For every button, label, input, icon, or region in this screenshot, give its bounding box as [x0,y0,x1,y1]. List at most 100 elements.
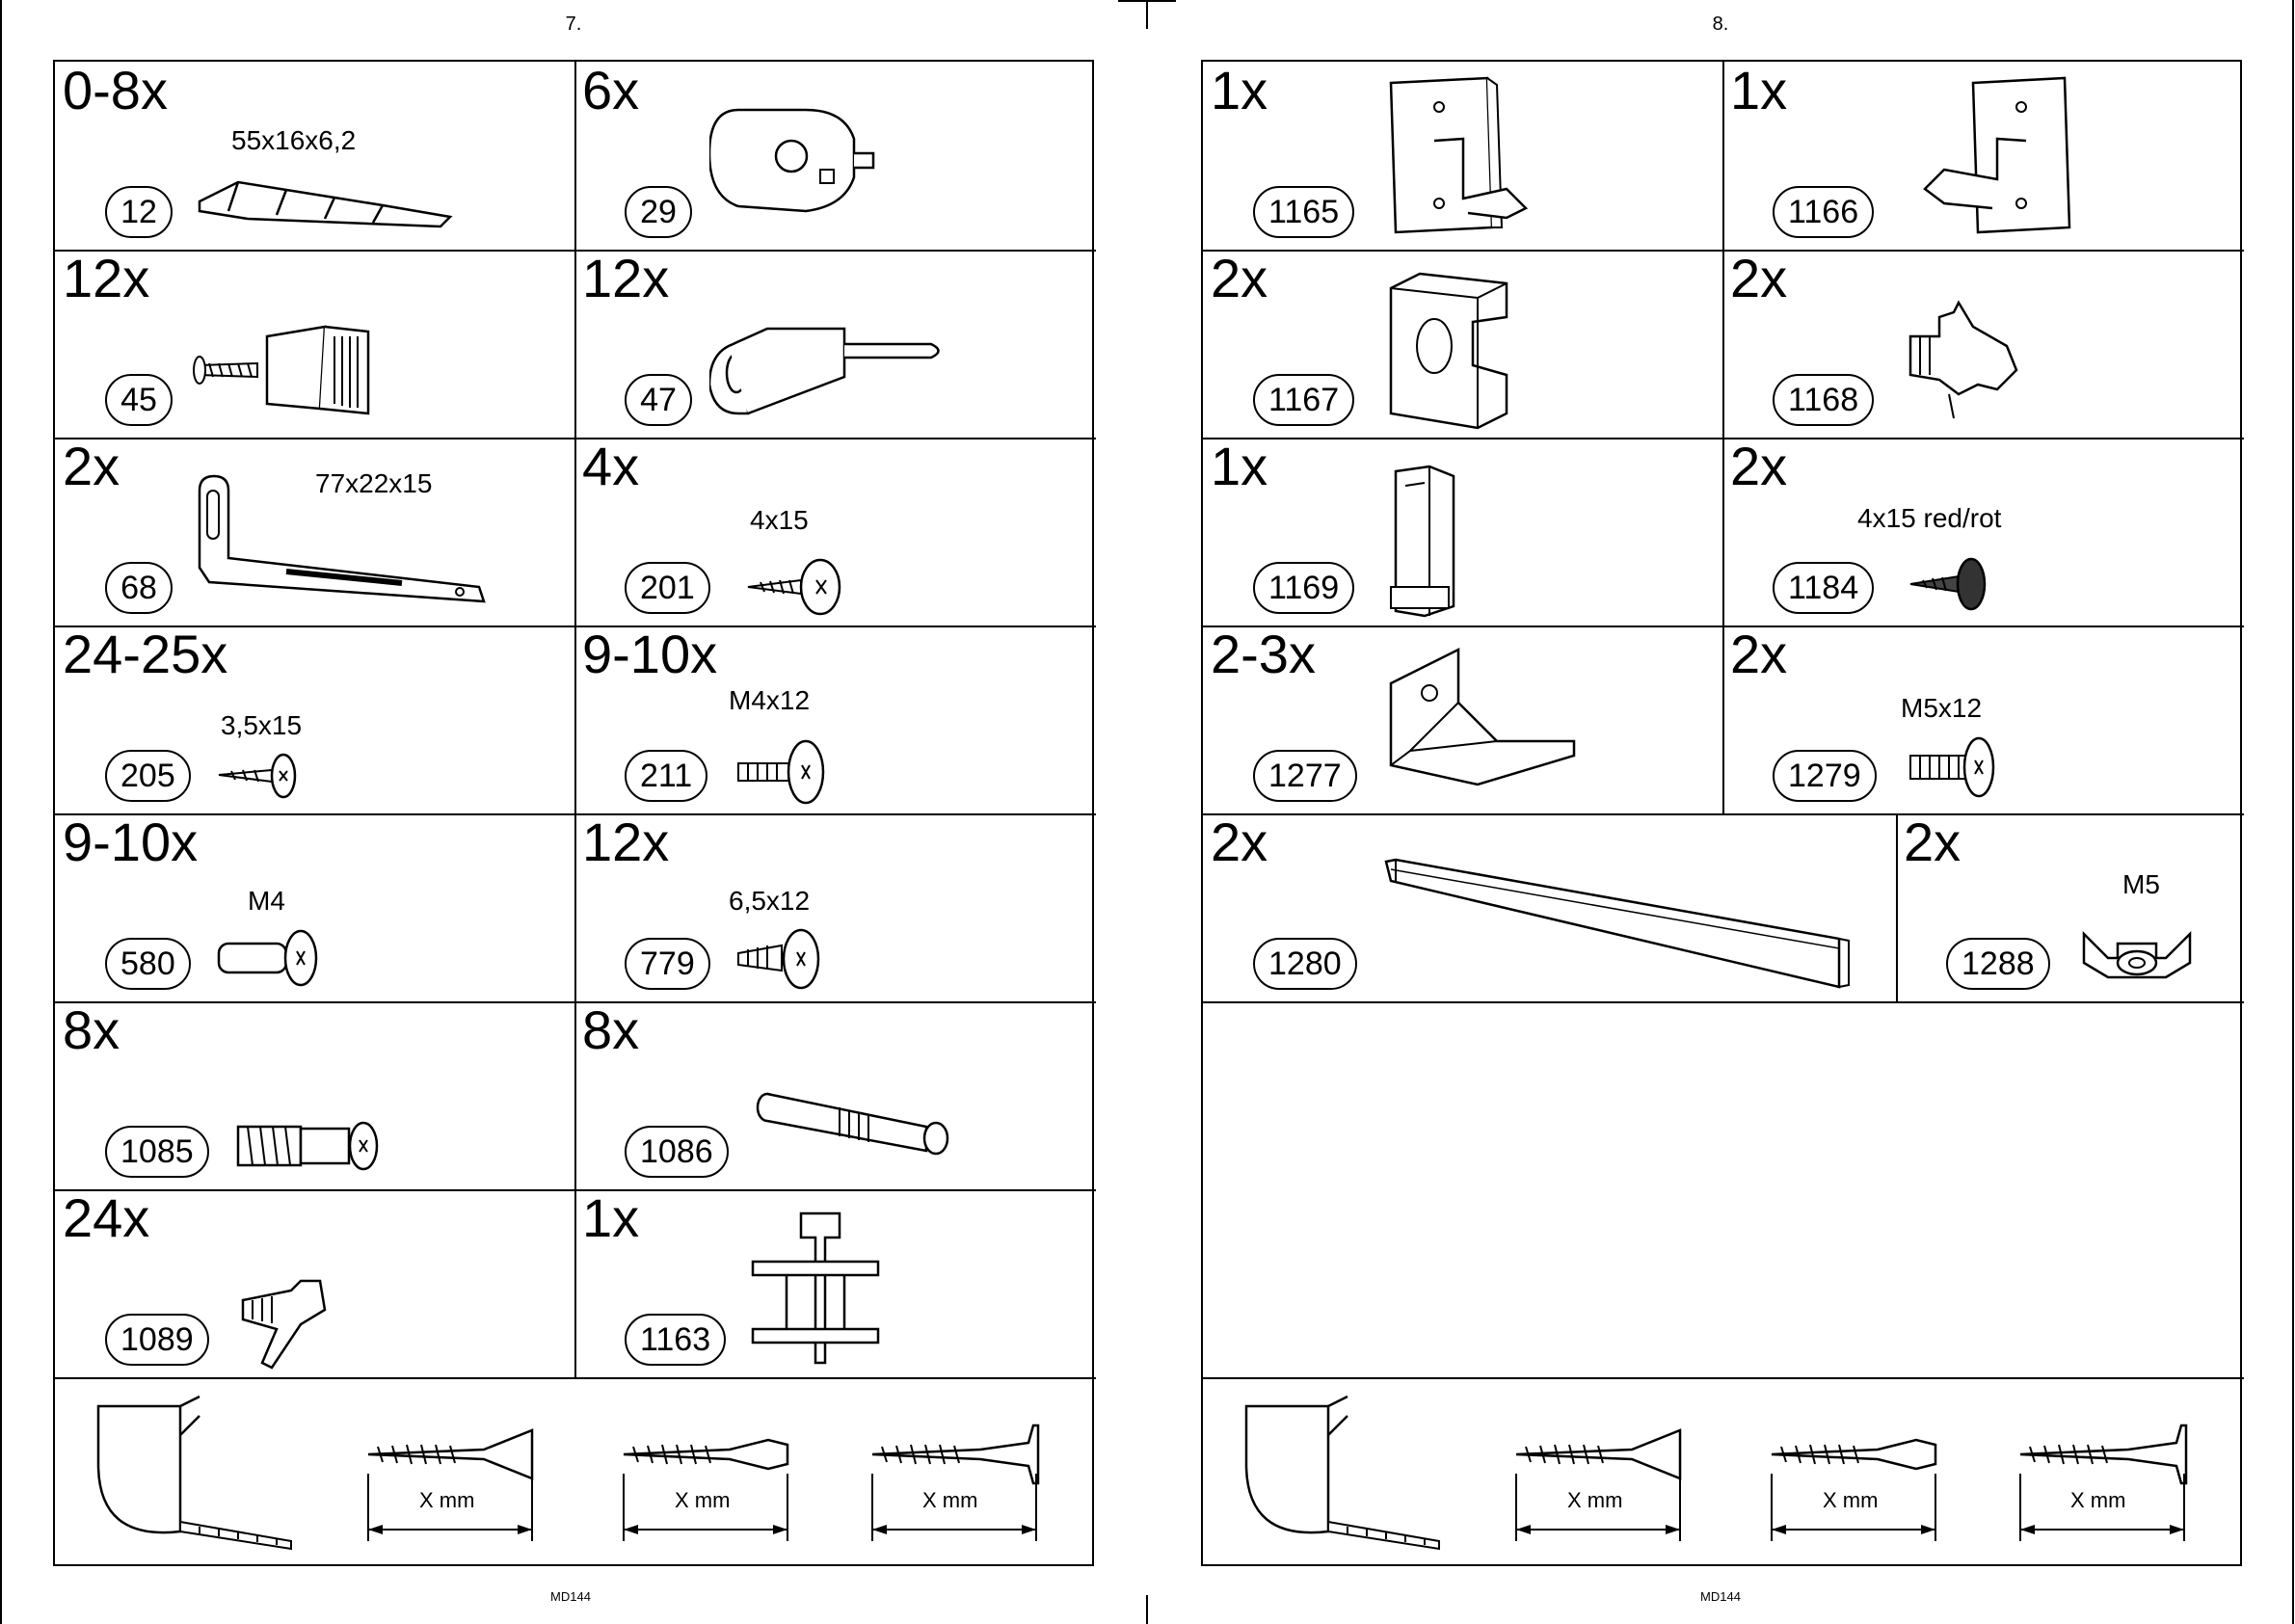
part-number-badge: 1085 [105,1126,209,1178]
long-rail-icon [1384,858,1850,989]
quantity-label: 12x [582,812,670,872]
quantity-label: 2x [1211,812,1268,872]
part-number-badge: 1163 [625,1314,727,1366]
corner-connector-block-icon [1389,272,1508,430]
wood-screw-icon [747,558,841,616]
pan-head-screw-icon [871,1424,1040,1541]
glass-shelf-holder-icon [751,1211,880,1365]
part-number-badge: 1184 [1773,562,1875,614]
part-cell: 24x 1089 [55,1189,576,1379]
quantity-label: 2-3x [1211,624,1316,684]
angle-bracket-icon [198,474,486,603]
part-number-badge: 1166 [1773,186,1875,238]
measure-label: X mm [675,1488,731,1512]
part-cell: 2-3x 1277 [1203,626,1724,815]
crop-mark [1146,0,1148,29]
quantity-label: 1x [1211,60,1268,120]
crop-mark [0,0,2,1624]
countersunk-screw-icon [1515,1428,1682,1541]
dimension-label: M5x12 [1901,693,1983,723]
part-number-badge: 1089 [105,1314,209,1366]
small-wood-screw-icon [218,753,297,799]
quantity-label: 2x [1730,436,1788,496]
quantity-label: 2x [1904,812,1961,872]
tools-row: X mm X mm X mm [55,1377,1092,1564]
part-cell: 12x 6,5x12 779 [574,813,1096,1003]
measure-label: X mm [922,1488,978,1512]
pan-head-screw-icon [2019,1424,2188,1541]
part-number-badge: 45 [105,374,173,426]
dimension-label: 6,5x12 [729,886,811,916]
quantity-label: 1x [1730,60,1788,120]
part-number-badge: 201 [625,562,710,614]
part-cell: 12x 45 [55,250,576,439]
shelf-clip-icon [241,1279,327,1370]
quantity-label: 24x [63,1187,150,1248]
tools-illustration [1244,1395,2188,1551]
cam-lock-housing-icon [709,108,875,213]
screw-with-corner-block-icon [193,325,370,415]
part-cell: 9-10x M4 580 [55,813,576,1003]
threaded-insert-bolt-icon [217,929,318,987]
shelf-support-pin-icon [709,327,940,415]
part-number-badge: 1165 [1253,186,1355,238]
empty-area [1203,1001,2244,1379]
chipboard-screw-icon [737,928,820,990]
quantity-label: 1x [1211,436,1268,496]
part-number-badge: 1169 [1253,562,1355,614]
measure-label: X mm [1567,1488,1623,1512]
dimension-label: 4x15 red/rot [1857,503,2002,533]
part-cell: 4x 4x15 201 [574,438,1096,627]
dimension-label: 77x22x15 [315,468,433,498]
tape-measure-icon [1244,1395,1440,1551]
part-cell: 24-25x 3,5x15 205 [55,626,576,815]
connector-dowel-icon [236,1121,379,1171]
quantity-label: 8x [63,999,120,1060]
footer-code-right: MD144 [1700,1589,1741,1604]
dimension-label: M4 [248,886,285,916]
measure-label: X mm [1823,1488,1879,1512]
measure-label: X mm [2070,1488,2126,1512]
part-number-badge: 29 [625,186,692,238]
part-cell: 0-8x 55x16x6,2 12 [55,62,576,252]
quantity-label: 8x [582,999,640,1060]
quantity-label: 0-8x [63,60,168,120]
raised-head-screw-icon [623,1438,789,1541]
parts-grid-left: 0-8x 55x16x6,2 12 6x 29 12x 45 12x [53,60,1096,1566]
part-cell: 2x M5 1288 [1896,813,2244,1003]
dimension-label: 4x15 [750,505,809,535]
dimension-label: M5 [2122,869,2160,899]
part-cell: 12x 47 [574,250,1096,439]
tools-illustration [96,1395,1040,1551]
part-number-badge: 779 [625,938,710,990]
quantity-label: 1x [582,1187,640,1248]
part-number-badge: 1086 [625,1126,729,1178]
part-number-badge: 68 [105,562,173,614]
dimension-label: 3,5x15 [221,710,303,740]
raised-head-screw-icon [1771,1438,1937,1541]
wedge-shim-icon [198,180,453,228]
quantity-label: 6x [582,60,640,120]
footer-code-left: MD144 [550,1589,591,1604]
page-number-right: 8. [1712,13,1729,35]
part-number-badge: 47 [625,374,692,426]
part-number-badge: 1288 [1946,938,2050,990]
part-cell: 2x 77x22x15 68 [55,438,576,627]
part-cell: 9-10x M4x12 211 [574,626,1096,815]
part-cell: 2x 1280 [1203,813,1898,1003]
quantity-label: 12x [582,248,670,308]
part-number-badge: 205 [105,750,191,802]
part-cell: 2x 1168 [1722,250,2244,439]
page-number-left: 7. [565,13,582,35]
part-number-badge: 1279 [1773,750,1877,802]
quantity-label: 12x [63,248,150,308]
angle-support-bracket-icon [1389,647,1576,786]
crop-mark [2292,0,2294,1624]
quantity-label: 24-25x [63,624,228,684]
tape-measure-icon [96,1395,292,1551]
part-cell: 2x 1167 [1203,250,1724,439]
quantity-label: 2x [1211,248,1268,308]
quantity-label: 2x [1730,624,1788,684]
quantity-label: 4x [582,436,640,496]
hinge-plate-mirrored-icon [1923,76,2071,234]
